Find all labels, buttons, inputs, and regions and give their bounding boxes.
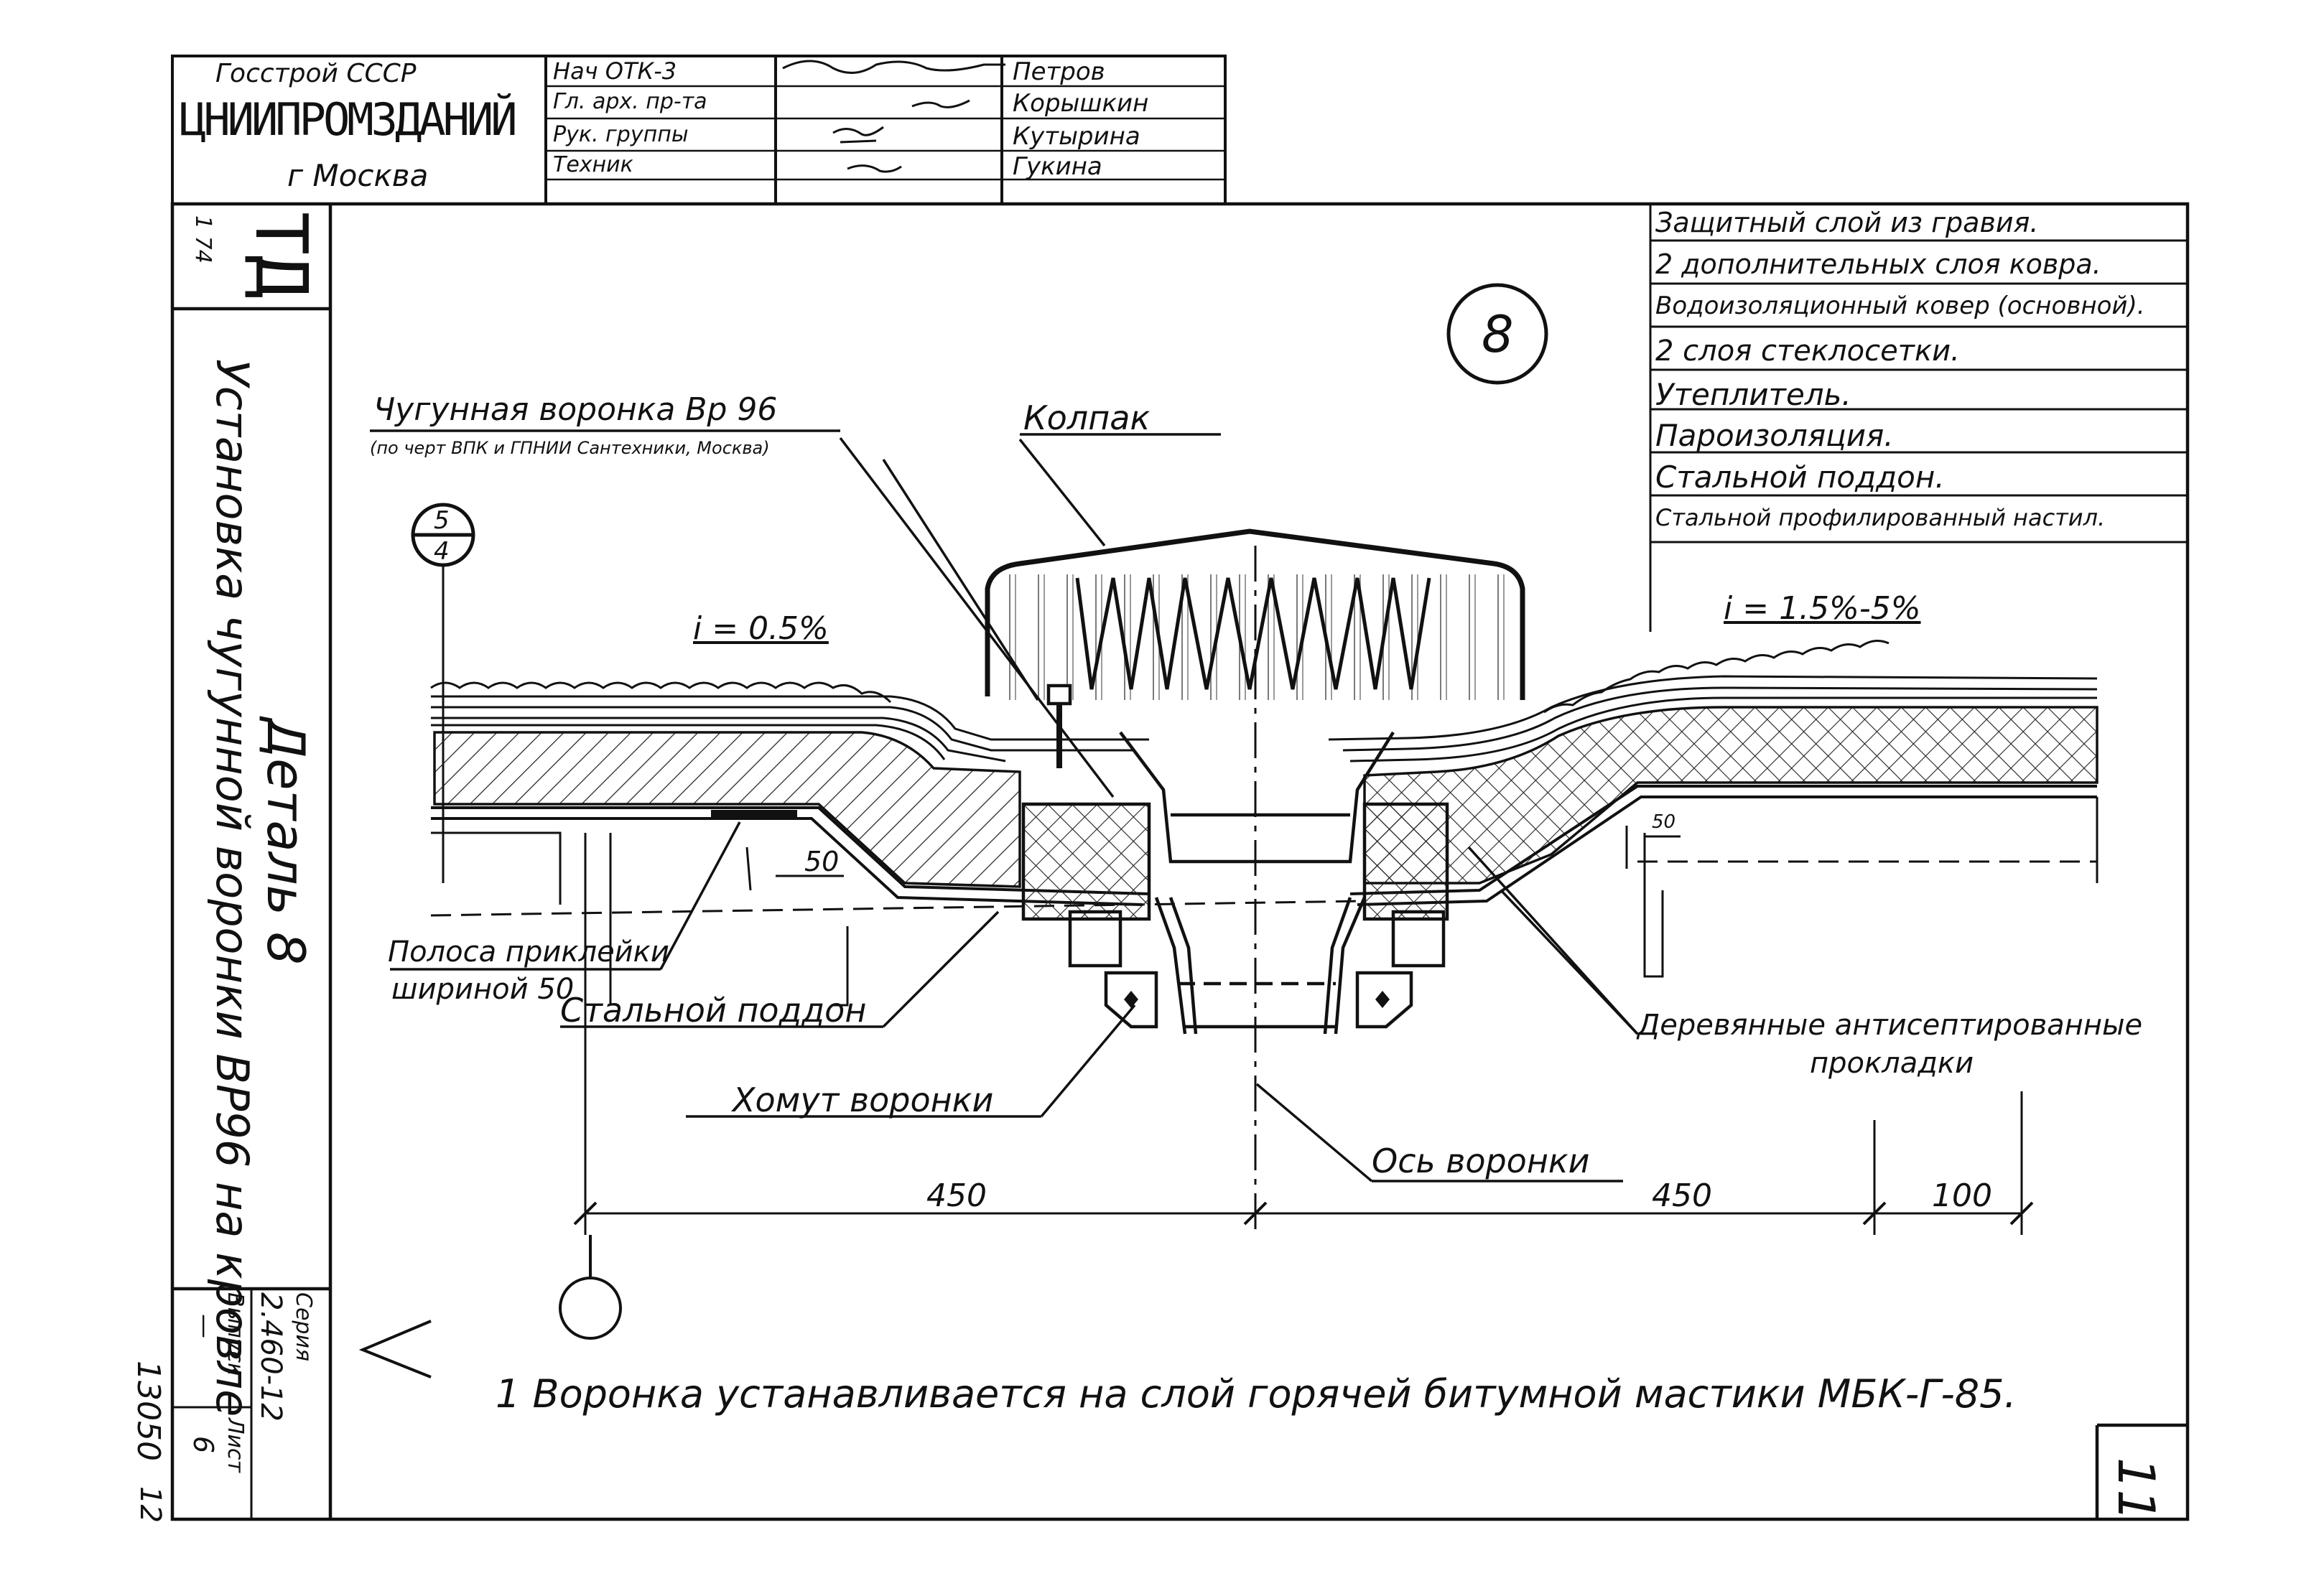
insulation-right — [1363, 706, 2098, 885]
strip-issue-value: — — [190, 1314, 219, 1338]
layer-3: Водоизоляционный ковер (основной). — [1655, 291, 2145, 320]
name-2: Корышкин — [1013, 89, 1149, 118]
layer-8: Стальной профилированный настил. — [1655, 504, 2106, 531]
role-3: Рук. группы — [553, 122, 689, 147]
callout-funnel: Чугунная воронка Вр 96 — [373, 391, 778, 428]
callout-wood-2: прокладки — [1810, 1047, 1974, 1080]
leader-lines — [370, 429, 1639, 1182]
callout-clamp: Хомут воронки — [733, 1081, 994, 1119]
callout-wood-1: Деревянные антисептированные — [1637, 1009, 2143, 1042]
chevron-mark — [358, 1320, 432, 1379]
profiled-deck — [430, 797, 2098, 1007]
name-3: Кутырина — [1013, 122, 1140, 151]
slope-left: i = 0.5% — [693, 610, 829, 647]
signatures — [782, 60, 1005, 173]
gravel-layer — [430, 639, 1890, 714]
callout-cap: Колпак — [1023, 398, 1151, 437]
dim-50-right: 50 — [1652, 811, 1676, 833]
role-2: Гл. арх. пр-та — [553, 89, 707, 114]
callout-strip-1: Полоса приклейки — [388, 936, 669, 969]
callout-funnel-ref: (по черт ВПК и ГПНИИ Сантехники, Москва) — [370, 438, 770, 458]
clamp-bolts — [1124, 991, 1390, 1008]
strip-series-value: 2.460-12 — [254, 1292, 287, 1422]
slope-right: i = 1.5%-5% — [1724, 590, 1921, 627]
section-mark-bottom: 4 — [434, 537, 450, 566]
adhesive-strip — [711, 810, 797, 817]
layer-2: 2 дополнительных слоя ковра. — [1655, 248, 2101, 280]
name-4: Гукина — [1013, 152, 1102, 181]
membrane-left — [431, 695, 1149, 762]
callout-axis: Ось воронки — [1372, 1142, 1590, 1180]
installation-note: 1 Воронка устанавливается на слой горяче… — [496, 1371, 2017, 1417]
strip-series-label: Серия — [291, 1292, 316, 1361]
strip-sheet-label: Лист — [223, 1418, 248, 1473]
detail-circle — [1446, 283, 1548, 385]
callout-strip-2: шириной 50 — [391, 973, 575, 1006]
inventory-suffix: 12 — [134, 1486, 167, 1523]
callout-tray: Стальной поддон — [560, 991, 867, 1030]
strip-title-detail: Деталь 8 — [256, 718, 316, 965]
name-1: Петров — [1013, 57, 1105, 86]
detail-number: 8 — [1482, 305, 1514, 364]
page-corner-number: 11 — [2106, 1457, 2165, 1522]
bottom-reference-circle — [559, 1235, 622, 1340]
role-1: Нач ОТК-3 — [553, 57, 677, 85]
role-4: Техник — [553, 152, 633, 177]
strip-mark-number: 1 74 — [190, 215, 215, 263]
layer-7: Стальной поддон. — [1655, 460, 1945, 495]
org-institute: ЦНИИПРОМЗДАНИЙ — [180, 93, 518, 146]
dimension-lines — [573, 833, 2034, 1235]
layer-1: Защитный слой из гравия. — [1655, 207, 2039, 238]
layer-6: Пароизоляция. — [1655, 418, 1894, 453]
org-city: г Москва — [287, 158, 429, 193]
dimension-right: 100 — [1932, 1177, 1992, 1214]
membrane-right — [1328, 675, 2098, 762]
dim-50-left: 50 — [804, 846, 840, 877]
dimension-left: 450 — [926, 1177, 987, 1214]
funnel-body — [1021, 684, 1449, 1035]
org-ministry: Госстрой СССР — [215, 59, 417, 88]
sheet-frame — [170, 202, 2190, 1521]
layers-list-frame — [1649, 204, 2188, 632]
dimension-middle: 450 — [1652, 1177, 1712, 1214]
layer-5: Утеплитель. — [1655, 377, 1851, 412]
inventory-number: 13050 — [130, 1361, 167, 1461]
insulation-left — [433, 731, 1021, 888]
layer-4: 2 слоя стеклосетки. — [1655, 335, 1960, 368]
strip-issue-label: Выпуск — [223, 1292, 248, 1376]
strip-title-main: Установка чугунной воронки ВР96 на кровл… — [206, 359, 259, 1417]
strip-sheet-value: 6 — [187, 1436, 219, 1454]
section-mark-top: 5 — [434, 506, 450, 535]
strip-mark: ТД — [239, 212, 323, 299]
